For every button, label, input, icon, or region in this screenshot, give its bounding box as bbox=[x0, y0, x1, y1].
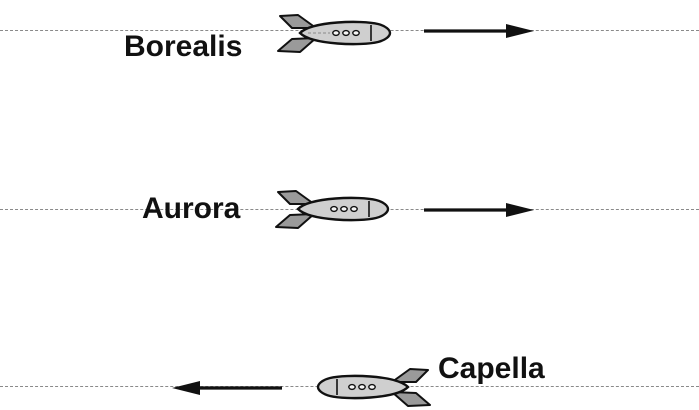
rocket-icon bbox=[314, 364, 436, 410]
ship-label-borealis: Borealis bbox=[124, 30, 243, 63]
ship-label-aurora: Aurora bbox=[142, 192, 241, 225]
rocket-icon bbox=[270, 186, 392, 232]
direction-arrow-right bbox=[424, 23, 536, 39]
ship-label-capella: Capella bbox=[438, 352, 545, 385]
rocket-icon bbox=[272, 10, 394, 56]
direction-arrow-left bbox=[170, 380, 282, 396]
direction-arrow-right bbox=[424, 202, 536, 218]
